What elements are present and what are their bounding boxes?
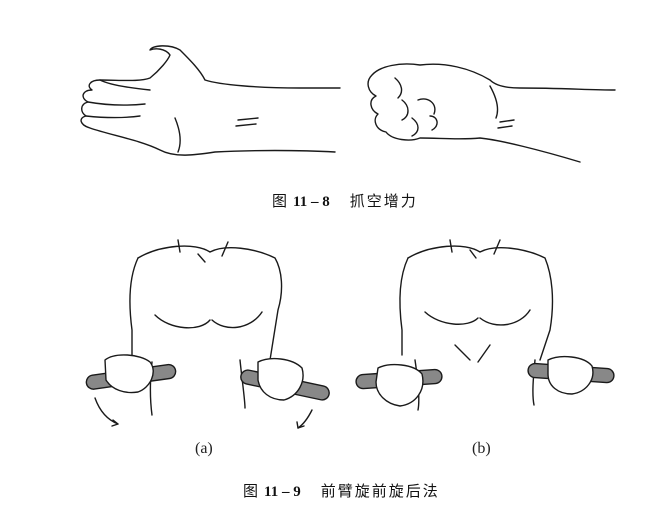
figure-prefix: 图 [243, 482, 259, 500]
torso-a-drawing [85, 239, 330, 429]
subfigure-a-label: (a) [195, 440, 213, 457]
figure-11-9-caption: 图 11 – 9 前臂旋前旋后法 [243, 480, 440, 501]
figure-number: 11 – 9 [264, 484, 301, 500]
figure-11-8-caption: 图 11 – 8 抓空增力 [272, 190, 418, 211]
figure-title: 抓空增力 [349, 192, 418, 210]
figure-number: 11 – 8 [293, 194, 330, 210]
figure-prefix: 图 [272, 192, 288, 210]
subfigure-b-label: (b) [472, 440, 491, 457]
clenched-fist-drawing [367, 63, 616, 163]
torso-b-drawing [355, 239, 615, 411]
open-hand-drawing [80, 45, 341, 156]
figure-title: 前臂旋前旋后法 [320, 482, 440, 500]
